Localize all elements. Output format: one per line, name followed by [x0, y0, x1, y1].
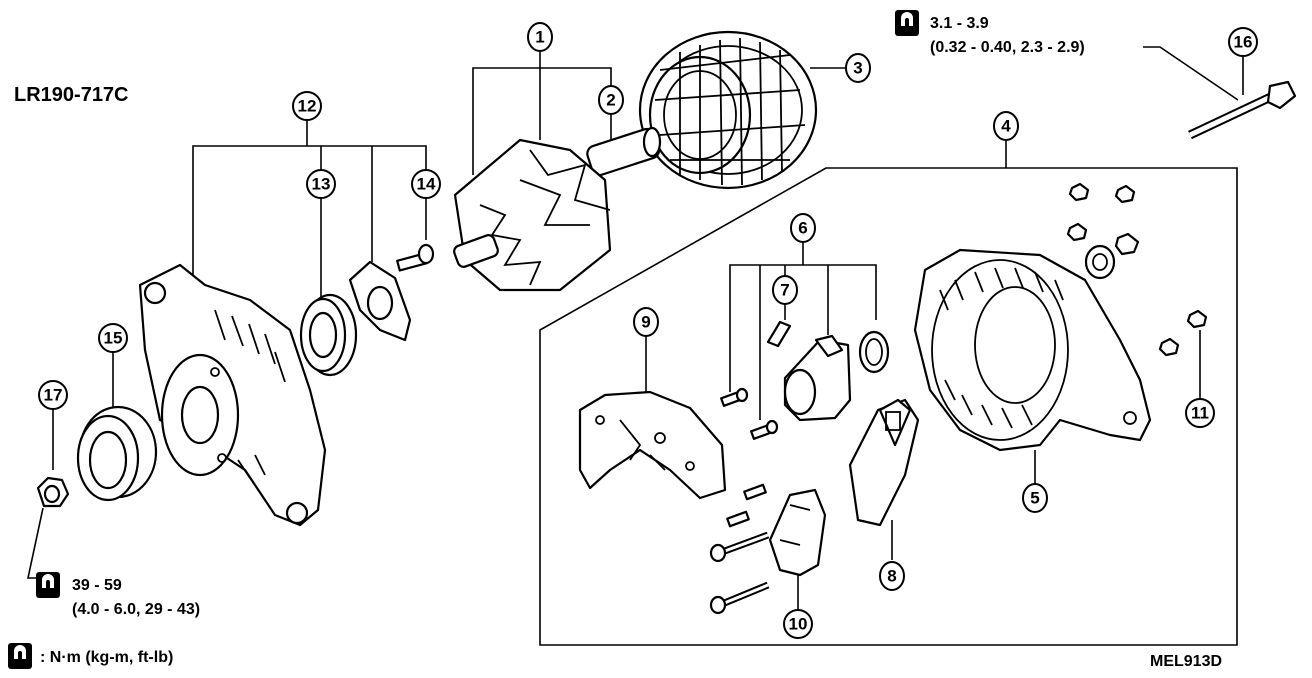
svg-text:(0.32 - 0.40, 2.3 - 2.9): (0.32 - 0.40, 2.3 - 2.9) — [930, 39, 1085, 56]
callout-10: 10 — [783, 609, 813, 639]
torque-wrench-icon — [895, 10, 919, 36]
callout-16: 16 — [1228, 27, 1258, 57]
callout-15: 15 — [98, 323, 128, 353]
brush-holder-screws — [720, 387, 779, 440]
callout-13: 13 — [306, 169, 336, 199]
svg-text:9: 9 — [641, 313, 650, 332]
model-code: LR190-717C — [14, 84, 129, 106]
brush-holder — [783, 334, 852, 422]
figure-id: MEL913D — [1150, 653, 1222, 670]
svg-text:2: 2 — [606, 91, 615, 110]
clip-ring — [858, 330, 890, 374]
callout-9: 9 — [633, 307, 659, 337]
svg-text:39 - 59: 39 - 59 — [72, 577, 122, 594]
svg-text:10: 10 — [789, 615, 808, 634]
rectifier — [768, 488, 827, 577]
svg-text:3.1 - 3.9: 3.1 - 3.9 — [930, 15, 989, 32]
bearing — [299, 293, 358, 377]
bearing-retainer — [348, 260, 412, 342]
svg-text:7: 7 — [780, 281, 789, 300]
torque-spec-nut: 39 - 59 (4.0 - 6.0, 29 - 43) — [36, 572, 200, 618]
svg-text:11: 11 — [1191, 404, 1209, 423]
callout-3: 3 — [845, 53, 871, 83]
svg-text:17: 17 — [44, 386, 63, 405]
svg-text:5: 5 — [1030, 489, 1039, 508]
svg-text:3: 3 — [853, 59, 862, 78]
pulley — [76, 405, 158, 502]
svg-text:16: 16 — [1234, 33, 1253, 52]
torque-wrench-icon — [36, 572, 60, 598]
svg-text:: N·m (kg-m, ft-lb): : N·m (kg-m, ft-lb) — [40, 649, 173, 666]
torque-wrench-icon — [8, 643, 32, 669]
brush — [766, 320, 792, 348]
callout-14: 14 — [411, 169, 441, 199]
svg-text:15: 15 — [104, 329, 123, 348]
callout-4: 4 — [993, 111, 1019, 141]
svg-text:12: 12 — [298, 97, 317, 116]
svg-text:8: 8 — [887, 567, 896, 586]
callout-11: 11 — [1185, 398, 1215, 428]
units-legend: : N·m (kg-m, ft-lb) — [8, 643, 173, 669]
callout-17: 17 — [38, 380, 68, 410]
svg-text:13: 13 — [312, 175, 331, 194]
svg-text:4: 4 — [1001, 117, 1011, 136]
front-housing — [138, 263, 327, 527]
callout-12: 12 — [292, 91, 322, 121]
callout-1: 1 — [527, 22, 553, 52]
leader-lines — [27, 46, 1244, 646]
callout-7: 7 — [772, 275, 798, 305]
rear-nuts — [1066, 182, 1208, 357]
pulley-nut — [36, 476, 70, 508]
svg-text:14: 14 — [417, 175, 436, 194]
torque-spec-bolt: 3.1 - 3.9 (0.32 - 0.40, 2.3 - 2.9) — [895, 10, 1085, 56]
rectifier-cover — [578, 390, 727, 500]
callout-6: 6 — [790, 213, 816, 243]
rear-housing — [913, 248, 1152, 452]
svg-text:1: 1 — [535, 28, 544, 47]
through-bolt — [1188, 80, 1297, 140]
svg-text:(4.0 - 6.0, 29 - 43): (4.0 - 6.0, 29 - 43) — [72, 601, 200, 618]
callout-circles: 1 2 3 4 5 6 7 8 9 10 11 12 13 14 15 16 1… — [38, 22, 1258, 639]
svg-text:6: 6 — [798, 219, 807, 238]
rotor — [453, 126, 662, 292]
callout-2: 2 — [598, 85, 624, 115]
rectifier-screws — [709, 483, 770, 615]
callout-5: 5 — [1022, 483, 1048, 513]
retainer-screw — [396, 243, 435, 272]
ic-regulator — [848, 398, 920, 527]
callout-8: 8 — [879, 561, 905, 591]
stator — [638, 30, 818, 190]
